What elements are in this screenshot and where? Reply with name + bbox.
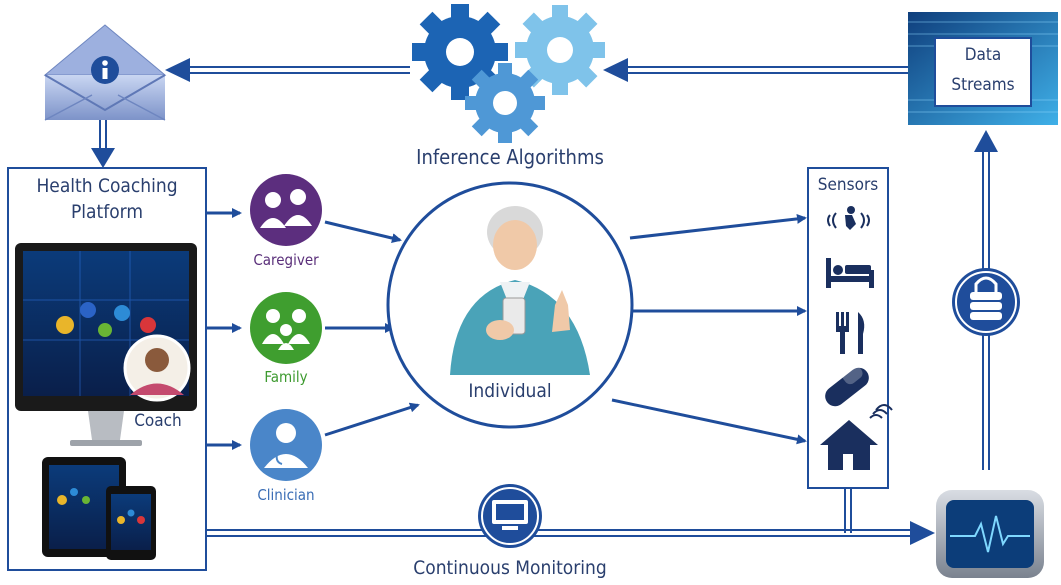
fork-knife-icon (836, 312, 865, 354)
individual-label: Individual (468, 380, 552, 402)
caregiver-icon (250, 174, 322, 246)
coach-label: Coach (134, 411, 182, 431)
envelope-info-icon (43, 24, 167, 121)
heartbeat-monitor-icon (936, 490, 1044, 578)
arrow-individual-home (611, 398, 807, 445)
sensors-connector (844, 487, 852, 533)
individual-circle (386, 181, 634, 429)
family-icon (250, 292, 322, 364)
platform-title-line2: Platform (70, 201, 144, 223)
arrow-platform-to-monitor (205, 521, 935, 545)
clinician-icon (250, 409, 322, 481)
arrow-caregiver-individual (324, 220, 402, 243)
arrow-clinician-individual (324, 402, 420, 437)
gears-icon (412, 4, 605, 143)
tablet-phone-icon (42, 457, 156, 560)
family-label: Family (264, 368, 308, 386)
data-streams-label-line1: Data (964, 45, 1002, 65)
computer-monitor-icon (478, 484, 542, 548)
database-icon (952, 268, 1020, 336)
inference-algorithms-label: Inference Algorithms (416, 145, 604, 169)
continuous-monitoring-label: Continuous Monitoring (413, 557, 607, 579)
caregiver-label: Caregiver (253, 251, 319, 269)
pill-icon (825, 364, 869, 407)
arrow-gears-to-mail (165, 58, 410, 82)
data-streams-label-line2: Streams (951, 75, 1015, 95)
platform-title-line1: Health Coaching (36, 175, 178, 197)
home-wifi-icon (820, 404, 893, 470)
sensors-label: Sensors (817, 175, 879, 195)
clinician-label: Clinician (257, 486, 315, 504)
bed-icon (826, 258, 874, 288)
running-motion-icon (827, 206, 870, 230)
platform-box (7, 167, 207, 571)
data-streams-icon (908, 12, 1058, 125)
coach-monitor (15, 243, 197, 446)
arrow-individual-motion (629, 213, 807, 240)
arrow-mail-to-platform (91, 120, 115, 168)
arrow-data-to-gears (603, 58, 910, 82)
